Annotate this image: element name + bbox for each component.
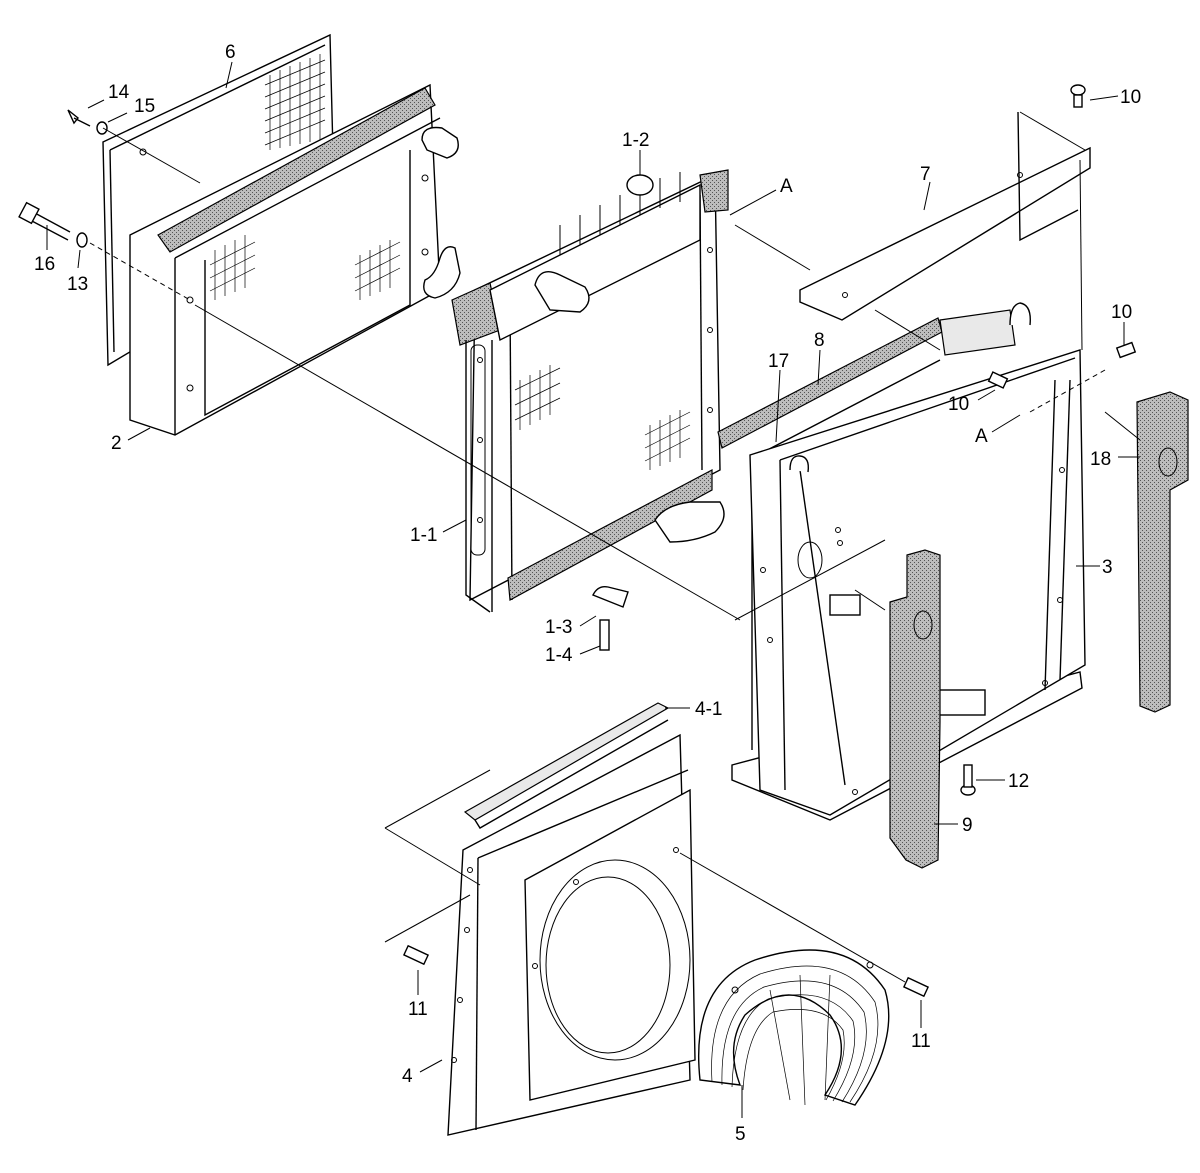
label-part-6: 6 bbox=[225, 42, 236, 63]
label-part-18: 18 bbox=[1090, 449, 1111, 470]
label-part-8: 8 bbox=[814, 330, 825, 351]
label-part-7: 7 bbox=[920, 164, 931, 185]
bolt-16 bbox=[18, 201, 71, 241]
label-part-17: 17 bbox=[768, 351, 789, 372]
part-9-foam-strip bbox=[889, 549, 941, 869]
label-part-2: 2 bbox=[111, 433, 122, 454]
bolt-12 bbox=[960, 764, 976, 796]
label-part-1-2: 1-2 bbox=[622, 130, 649, 151]
label-part-9: 9 bbox=[962, 815, 973, 836]
label-part-13: 13 bbox=[67, 274, 88, 295]
label-part-1-3: 1-3 bbox=[545, 617, 572, 638]
label-part-10-mid: 10 bbox=[948, 394, 969, 415]
label-part-12: 12 bbox=[1008, 771, 1029, 792]
bolt-11-left bbox=[402, 944, 430, 966]
wing-bolt-14 bbox=[67, 109, 91, 127]
part-1-1-radiator bbox=[451, 169, 729, 651]
label-part-10-right: 10 bbox=[1111, 302, 1132, 323]
label-part-10-top: 10 bbox=[1120, 87, 1141, 108]
part-18-foam-strip bbox=[1136, 391, 1189, 713]
label-part-5: 5 bbox=[735, 1124, 746, 1145]
part-2-frame bbox=[129, 83, 461, 436]
washer-13 bbox=[76, 232, 88, 248]
part-5-fan-guard bbox=[697, 949, 890, 1106]
label-part-3: 3 bbox=[1102, 557, 1113, 578]
assembly-lines bbox=[89, 111, 1141, 983]
label-part-1-4: 1-4 bbox=[545, 645, 573, 666]
label-part-16: 16 bbox=[34, 254, 55, 275]
part-4-fan-shroud bbox=[447, 733, 696, 1136]
label-part-15: 15 bbox=[134, 96, 155, 117]
label-part-11-right: 11 bbox=[911, 1031, 931, 1052]
bolt-10-mid bbox=[987, 371, 1009, 389]
label-part-a-mid: A bbox=[975, 426, 988, 447]
bolt-10-top bbox=[1070, 84, 1086, 108]
label-part-14: 14 bbox=[108, 82, 130, 103]
part-7-plate bbox=[799, 111, 1091, 321]
label-part-11-left: 11 bbox=[408, 999, 428, 1020]
part-labels: 6 14 15 16 13 2 1-2 A 7 10 10 10 A 8 17 … bbox=[34, 42, 1141, 1145]
label-part-a-top: A bbox=[780, 176, 793, 197]
washer-15 bbox=[96, 121, 108, 135]
label-part-4-1: 4-1 bbox=[695, 699, 722, 720]
label-part-4: 4 bbox=[402, 1066, 413, 1087]
bolt-10-right bbox=[1115, 341, 1137, 359]
bolt-11-right bbox=[902, 976, 930, 998]
label-part-1-1: 1-1 bbox=[410, 525, 437, 546]
leader-lines bbox=[46, 61, 1140, 1118]
